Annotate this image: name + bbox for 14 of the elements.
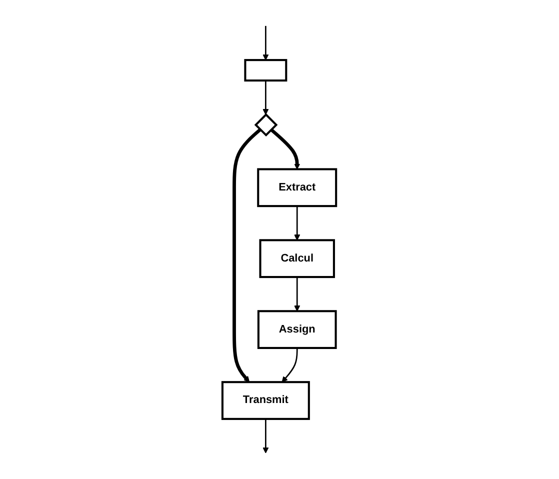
node-box: Extract <box>257 168 338 208</box>
arrow <box>282 348 298 382</box>
arrow <box>270 128 300 170</box>
node-box: Calcul <box>259 239 336 278</box>
arrow <box>294 206 300 240</box>
arrow <box>262 80 269 115</box>
arrow <box>262 26 269 60</box>
node-diamond <box>254 113 278 137</box>
arrow <box>294 277 300 312</box>
node-box: Transmit <box>222 381 310 420</box>
node-box: Assign <box>258 310 338 349</box>
arrow <box>232 128 262 382</box>
node-box <box>244 59 288 82</box>
arrow <box>262 418 269 454</box>
